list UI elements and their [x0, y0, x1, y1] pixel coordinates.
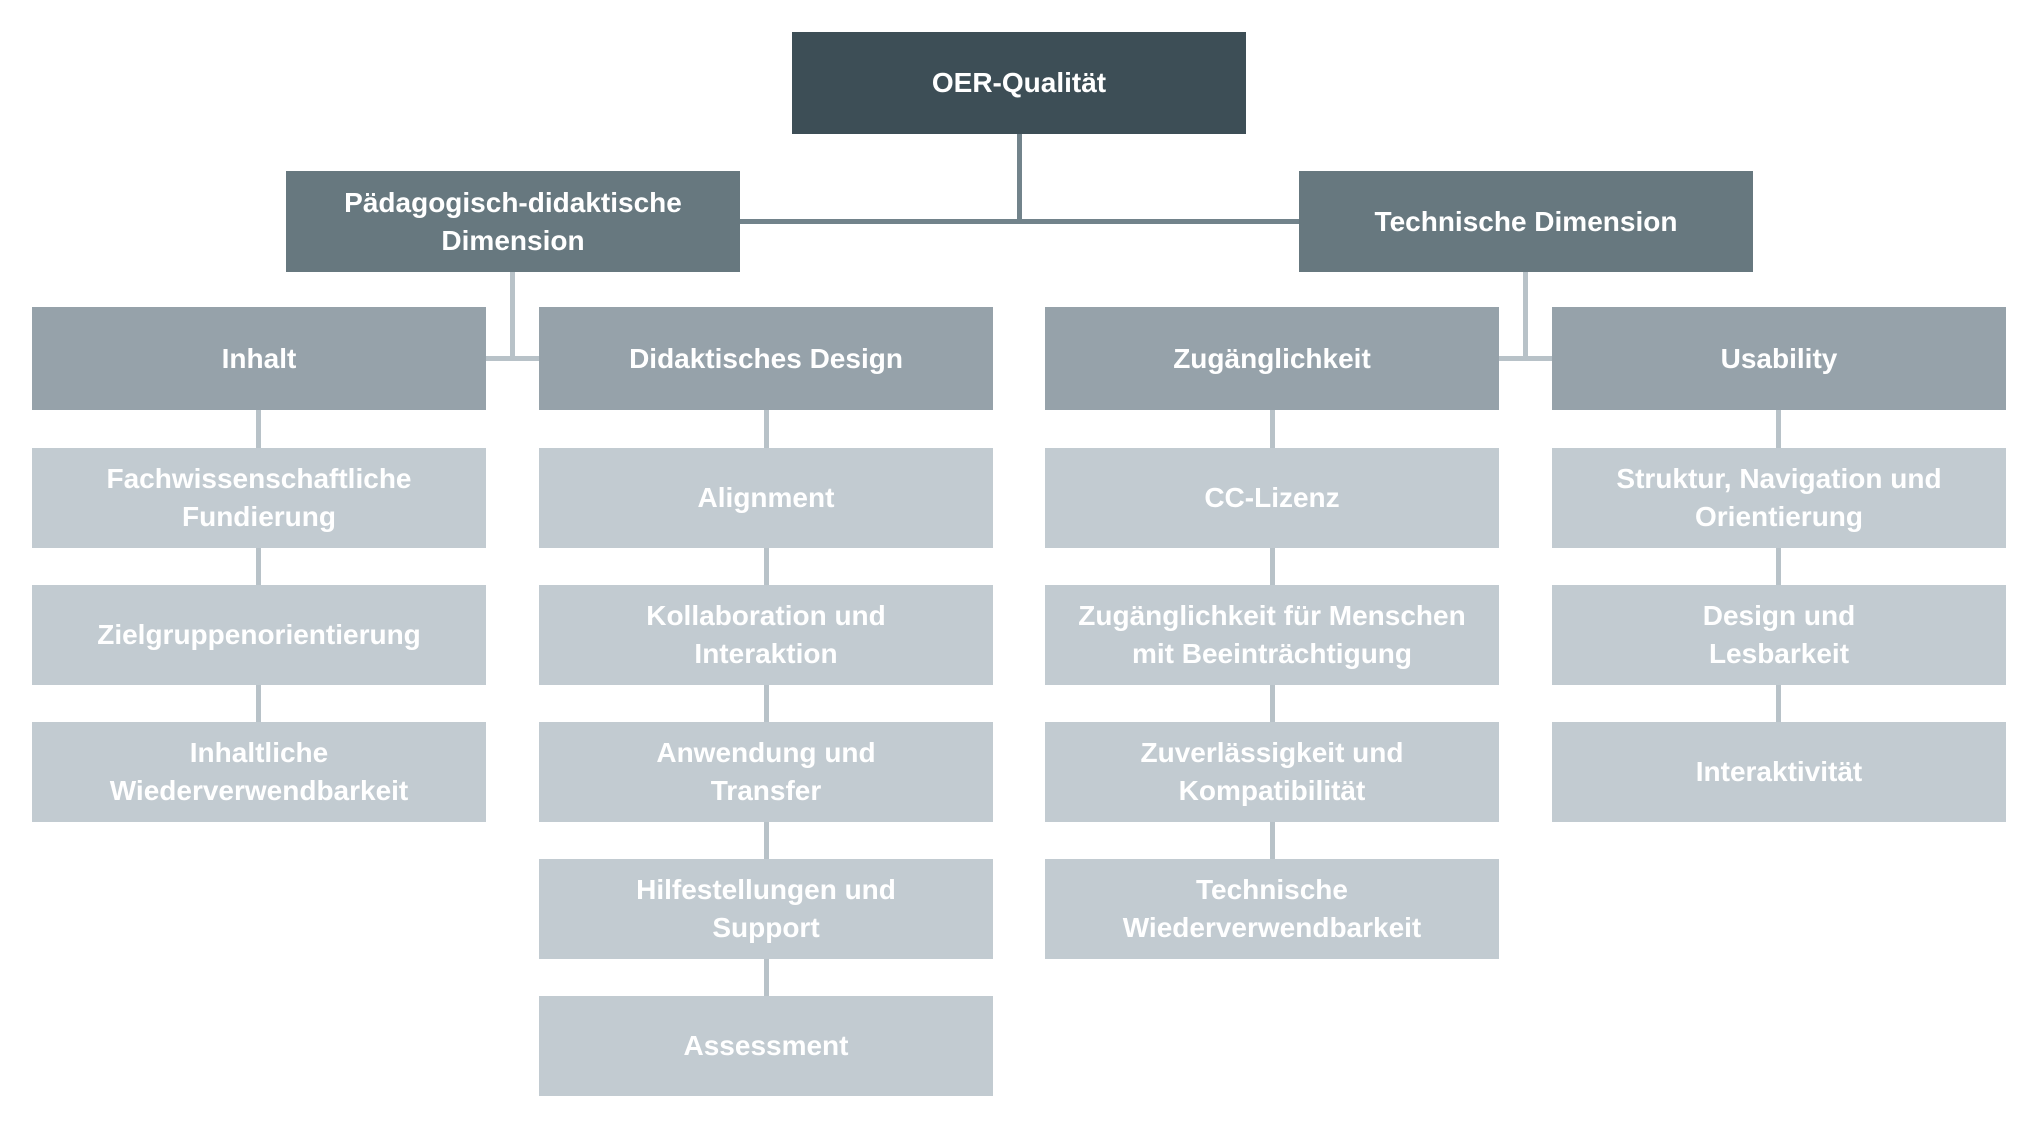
connector-col3-seg4	[1270, 822, 1275, 859]
connector-paedagogisch-vertical	[510, 272, 515, 358]
node-category-zugaenglichkeit: Zugänglichkeit	[1045, 307, 1499, 410]
node-category-usability: Usability	[1552, 307, 2006, 410]
connector-col3-seg2	[1270, 548, 1275, 585]
connector-col4-seg3	[1776, 685, 1781, 722]
node-category-inhalt: Inhalt	[32, 307, 486, 410]
node-category-didaktisches-design: Didaktisches Design	[539, 307, 993, 410]
node-item-fachwissenschaftliche-fundierung: Fachwissenschaftliche Fundierung	[32, 448, 486, 548]
connector-col2-seg5	[764, 959, 769, 996]
node-item-cc-lizenz: CC-Lizenz	[1045, 448, 1499, 548]
connector-col4-seg2	[1776, 548, 1781, 585]
connector-col2-seg4	[764, 822, 769, 859]
node-item-zielgruppenorientierung: Zielgruppenorientierung	[32, 585, 486, 685]
connector-col2-seg3	[764, 685, 769, 722]
connector-col2-seg2	[764, 548, 769, 585]
connector-col1-seg1	[256, 410, 261, 448]
connector-col3-seg3	[1270, 685, 1275, 722]
connector-technisch-vertical	[1523, 272, 1528, 358]
node-oer-qualitaet: OER-Qualität	[792, 32, 1246, 134]
node-item-technische-wiederverwendbarkeit: Technische Wiederverwendbarkeit	[1045, 859, 1499, 959]
node-dimension-technisch: Technische Dimension	[1299, 171, 1753, 272]
node-item-zuverlaessigkeit-und-kompatibilitaet: Zuverlässigkeit und Kompatibilität	[1045, 722, 1499, 822]
node-item-alignment: Alignment	[539, 448, 993, 548]
connector-col1-seg3	[256, 685, 261, 722]
node-item-kollaboration-und-interaktion: Kollaboration und Interaktion	[539, 585, 993, 685]
connector-dimensions-horizontal	[740, 219, 1299, 224]
connector-col1-seg2	[256, 548, 261, 585]
connector-zugang-usability-horizontal	[1499, 356, 1552, 361]
connector-inhalt-didaktik-horizontal	[486, 356, 539, 361]
node-item-inhaltliche-wiederverwendbarkeit: Inhaltliche Wiederverwendbarkeit	[32, 722, 486, 822]
node-item-anwendung-und-transfer: Anwendung und Transfer	[539, 722, 993, 822]
node-item-struktur-navigation-orientierung: Struktur, Navigation und Orientierung	[1552, 448, 2006, 548]
node-dimension-paedagogisch-didaktisch: Pädagogisch-didaktische Dimension	[286, 171, 740, 272]
node-item-assessment: Assessment	[539, 996, 993, 1096]
connector-col4-seg1	[1776, 410, 1781, 448]
connector-root-vertical	[1017, 134, 1022, 221]
connector-col2-seg1	[764, 410, 769, 448]
node-item-design-und-lesbarkeit: Design und Lesbarkeit	[1552, 585, 2006, 685]
connector-col3-seg1	[1270, 410, 1275, 448]
node-item-zugaenglichkeit-beeintraechtigung: Zugänglichkeit für Menschen mit Beeinträ…	[1045, 585, 1499, 685]
node-item-interaktivitaet: Interaktivität	[1552, 722, 2006, 822]
node-item-hilfestellungen-und-support: Hilfestellungen und Support	[539, 859, 993, 959]
